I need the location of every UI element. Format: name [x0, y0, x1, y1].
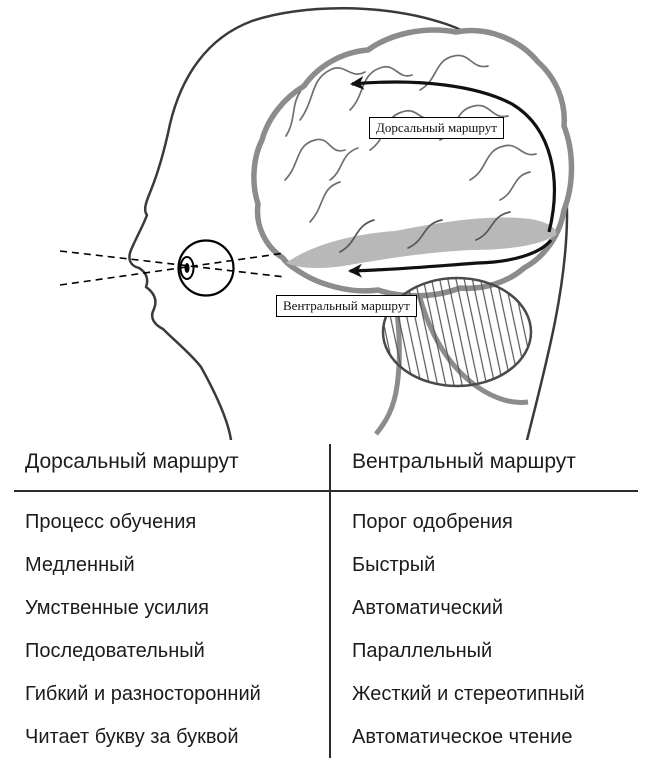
table-cell: Автоматическое чтение [352, 726, 573, 748]
eye-pupil [184, 263, 190, 273]
comparison-table: Дорсальный маршрут Процесс обучения Медл… [0, 440, 652, 766]
table-cell: Медленный [25, 554, 135, 576]
table-cell: Быстрый [352, 554, 436, 576]
table-cell: Последовательный [25, 640, 205, 662]
ventral-route-arrow [348, 238, 553, 278]
table-cell: Гибкий и разносторонний [25, 683, 261, 705]
table-vertical-divider [329, 444, 331, 758]
table-cell: Читает букву за буквой [25, 726, 239, 748]
ventral-column-header: Вентральный маршрут [352, 450, 576, 473]
dorsal-route-callout: Дорсальный маршрут [369, 117, 504, 139]
ventral-column-rows: Порог одобрения Быстрый Автоматический П… [352, 501, 647, 759]
vessel-lines [339, 211, 511, 253]
brain-diagram-graphic [59, 7, 575, 440]
table-header-rule [14, 490, 638, 492]
dorsal-column-rows: Процесс обучения Медленный Умственные ус… [25, 501, 320, 759]
table-cell: Автоматический [352, 597, 503, 619]
table-cell: Параллельный [352, 640, 493, 662]
table-cell: Жесткий и стереотипный [352, 683, 585, 705]
dorsal-column-header: Дорсальный маршрут [25, 450, 239, 473]
cerebellum [381, 276, 533, 388]
table-cell: Умственные усилия [25, 597, 210, 619]
table-cell: Процесс обучения [25, 511, 197, 533]
table-cell: Порог одобрения [352, 511, 513, 533]
brain-diagram: Дорсальный маршрут Вентральный маршрут [59, 7, 575, 440]
dorsal-route-arrow [350, 75, 556, 233]
gaze-lines [59, 250, 286, 286]
ventral-route-callout: Вентральный маршрут [276, 295, 417, 317]
